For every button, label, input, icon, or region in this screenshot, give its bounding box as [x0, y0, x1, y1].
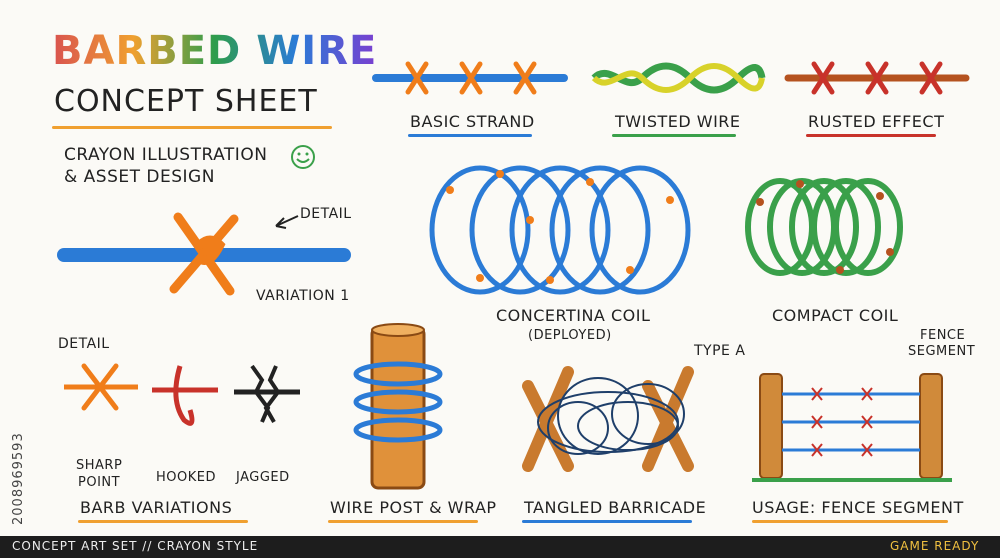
basic-strand-illustration [372, 61, 568, 95]
detail-top-label: DETAIL [300, 206, 352, 222]
svg-text:2008969593: 2008969593 [11, 432, 26, 525]
usage-fence-segment-label: USAGE: FENCE SEGMENT [752, 498, 964, 517]
footer-bar: CONCEPT ART SET // CRAYON STYLE GAME REA… [0, 536, 1000, 558]
compact-coil-illustration [745, 178, 903, 276]
wire-post-illustration [353, 323, 443, 490]
sharp-label-1: SHARP [76, 458, 123, 473]
twisted-wire-label: TWISTED WIRE [615, 112, 741, 131]
fence-segment-label-1: FENCE [920, 328, 966, 343]
detail-left-label: DETAIL [58, 336, 110, 352]
variation-1-label: VARIATION 1 [256, 288, 350, 304]
footer-left-text: CONCEPT ART SET // CRAYON STYLE [12, 539, 259, 553]
rusted-effect-illustration [784, 61, 970, 95]
wire-post-wrap-label: WIRE POST & WRAP [330, 498, 497, 517]
concertina-coil-illustration [429, 165, 691, 295]
rusted-effect-label: RUSTED EFFECT [808, 112, 945, 131]
smiley-icon [291, 145, 315, 169]
sharp-barb-illustration [64, 363, 138, 411]
jagged-barb-illustration [234, 364, 300, 423]
tagline-line-1: CRAYON ILLUSTRATION [64, 145, 268, 165]
tangled-barricade-underline [522, 520, 692, 523]
detail-strand-illustration [57, 212, 351, 296]
sheet-title: BARBED WIRE [52, 28, 378, 74]
arrow-icon [275, 215, 299, 229]
tangled-barricade-label: TANGLED BARRICADE [524, 498, 707, 517]
footer-right-text: GAME READY [890, 539, 980, 553]
hooked-barb-illustration [152, 365, 218, 426]
title-underline [52, 126, 332, 129]
compact-coil-label: COMPACT COIL [772, 306, 899, 325]
usage-fence-underline [752, 520, 948, 523]
tagline-line-2: & ASSET DESIGN [64, 167, 215, 187]
sheet-subtitle: CONCEPT SHEET [54, 84, 318, 119]
fence-segment-label-2: SEGMENT [908, 344, 976, 359]
tangled-barricade-illustration [522, 366, 694, 472]
rusted-effect-underline [806, 134, 936, 137]
twisted-wire-illustration [591, 62, 766, 94]
fence-segment-illustration [752, 373, 952, 482]
sharp-label-2: POINT [78, 475, 121, 490]
concertina-coil-label: CONCERTINA COIL [496, 306, 651, 325]
hooked-label: HOOKED [156, 470, 216, 485]
basic-strand-underline [408, 134, 532, 137]
stock-id-watermark: 2008969593 [11, 432, 26, 525]
concertina-deployed-label: (DEPLOYED) [528, 328, 612, 343]
barb-variations-label: BARB VARIATIONS [80, 498, 233, 517]
type-a-label: TYPE A [694, 343, 746, 359]
barb-variations-underline [78, 520, 248, 523]
wire-post-underline [328, 520, 478, 523]
jagged-label: JAGGED [236, 470, 290, 485]
twisted-wire-underline [612, 134, 736, 137]
basic-strand-label: BASIC STRAND [410, 112, 535, 131]
